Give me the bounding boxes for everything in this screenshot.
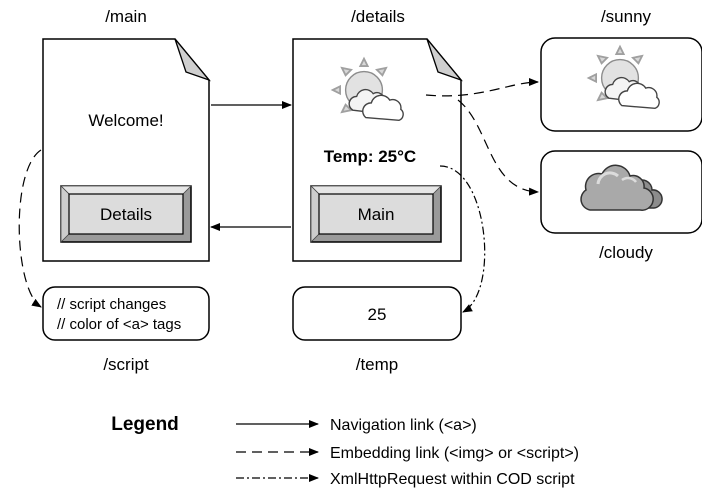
script-box (42, 286, 210, 341)
sunny-resource: /sunny (540, 7, 702, 132)
temp-path-label: /temp (356, 355, 399, 374)
temperature-text: Temp: 25°C (324, 147, 416, 166)
details-button-label: Details (100, 205, 152, 224)
script-path-label: /script (103, 355, 149, 374)
cloudy-path-label: /cloudy (599, 243, 653, 262)
legend: Legend Navigation link (<a>) Embedding l… (111, 414, 579, 488)
storm-cloud-icon (580, 164, 663, 211)
legend-embedding-label: Embedding link (<img> or <script>) (330, 445, 579, 462)
legend-xhr-label: XmlHttpRequest within COD script (330, 471, 575, 488)
sunny-path-label: /sunny (601, 7, 652, 26)
main-page: /main Welcome! Details (42, 7, 211, 262)
script-line-2: // color of <a> tags (57, 316, 181, 333)
script-line-1: // script changes (57, 296, 166, 313)
embedding-link-main-to-script (18, 149, 42, 308)
temp-value: 25 (368, 305, 387, 324)
details-page-path-label: /details (351, 7, 405, 26)
welcome-text: Welcome! (88, 111, 163, 130)
main-button-label: Main (358, 205, 395, 224)
main-button[interactable]: Main (310, 185, 442, 243)
details-button[interactable]: Details (60, 185, 192, 243)
temp-box (292, 286, 462, 341)
legend-title: Legend (111, 414, 179, 435)
legend-navigation-label: Navigation link (<a>) (330, 417, 477, 434)
details-page-corner-fold (426, 38, 463, 82)
cloudy-resource: /cloudy (540, 150, 702, 262)
embedding-link-details-to-cloudy (457, 99, 539, 196)
main-page-path-label: /main (105, 7, 147, 26)
xhr-link-details-to-temp (439, 165, 486, 313)
details-page: /details Temp: 25°C Main (292, 7, 463, 262)
temp-resource: 25 /temp (292, 286, 462, 374)
main-page-corner-fold (174, 38, 211, 82)
script-resource: // script changes // color of <a> tags /… (42, 286, 210, 374)
embedding-link-details-to-sunny (425, 78, 539, 97)
